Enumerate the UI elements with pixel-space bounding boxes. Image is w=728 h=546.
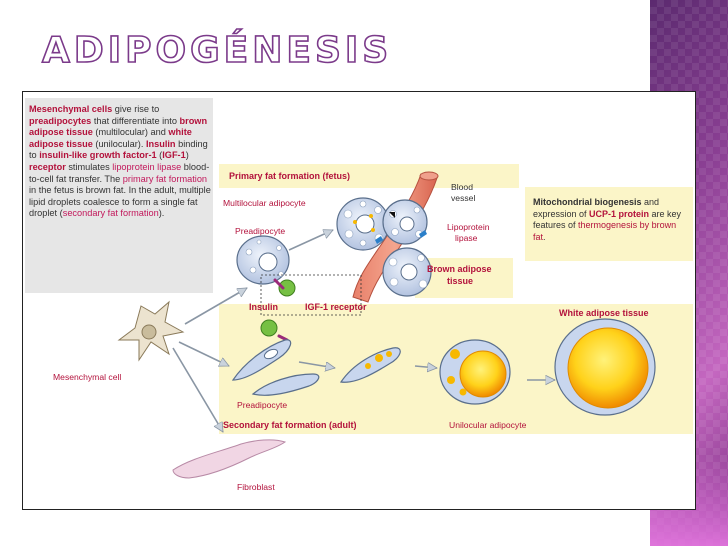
brown-adipose-label-2: tissue — [447, 276, 474, 286]
preadipocyte-top-label: Preadipocyte — [235, 226, 286, 236]
mito-panel-bg — [525, 187, 693, 261]
differentiating-cell-2 — [251, 373, 320, 396]
brown-adipose-label-1: Brown adipose — [427, 264, 492, 274]
mito-thermogenesis: thermogenesis by brown fat — [533, 220, 677, 242]
desc-primary: primary fat formation — [122, 173, 208, 184]
desc-mesenchymal: Mesenchymal cells — [29, 104, 113, 114]
multilocular-adipocyte-2 — [382, 199, 428, 245]
mito-text-part: and expression of — [533, 197, 660, 219]
mito-text: Mitochondrial biogenesis and expression … — [533, 197, 688, 243]
blood-vessel-label-2: vessel — [451, 193, 476, 203]
desc-text: stimulates — [65, 161, 113, 172]
mito-text-part: are key features of — [533, 208, 682, 231]
brown-adipose-label-bg — [415, 258, 513, 298]
fibroblast — [172, 439, 287, 479]
lipoprotein-label-2: lipase — [455, 233, 478, 243]
insulin-molecule-bottom — [260, 319, 278, 337]
dashed-insulin-box — [260, 274, 362, 316]
multilocular-label: Multilocular adipocyte — [223, 198, 306, 208]
insulin-molecule-top — [278, 279, 296, 297]
desc-text: (unilocular). — [92, 138, 146, 149]
multilocular-adipocyte-1 — [336, 197, 390, 251]
mito-ucp1: UCP-1 protein — [589, 208, 650, 219]
figure-illustration — [25, 98, 693, 479]
desc-brown: brown adipose tissue — [29, 115, 208, 138]
adipogenesis-figure: Mesenchymal cells give rise to preadipoc… — [22, 91, 696, 510]
mesenchymal-cell-label: Mesenchymal cell — [53, 372, 122, 382]
description-panel-bg — [25, 98, 213, 293]
primary-fat-title: Primary fat formation (fetus) — [229, 171, 351, 181]
desc-lipoprotein: lipoprotein lipase — [112, 161, 182, 172]
desc-igf1: IGF-1 — [162, 150, 186, 161]
fibroblast-label: Fibroblast — [237, 482, 275, 492]
mito-text-part: . — [543, 231, 546, 242]
igf1-receptor-label: IGF-1 receptor — [305, 302, 367, 312]
primary-title-bar — [219, 164, 519, 188]
desc-text: ). — [158, 208, 165, 219]
desc-text: that differentiate into — [91, 115, 180, 126]
developing-unilocular-adipocyte — [439, 339, 511, 405]
mito-biogenesis: Mitochondrial biogenesis — [533, 197, 642, 207]
desc-insulin: Insulin — [145, 138, 176, 149]
desc-text: (multilocular) and — [92, 127, 169, 138]
unilocular-label: Unilocular adipocyte — [449, 420, 527, 430]
desc-receptor: receptor — [29, 161, 66, 172]
desc-text: blood-to-cell fat transfer. The — [29, 161, 210, 184]
desc-text: in the fetus is brown fat. In the adult,… — [29, 185, 211, 219]
slide-title: ADIPOGÉNESIS — [41, 29, 393, 72]
desc-text: ( — [156, 150, 163, 161]
desc-secondary: secondary fat formation — [62, 208, 159, 219]
insulin-label: Insulin — [249, 302, 278, 312]
lipoprotein-lipase-marker — [375, 212, 427, 244]
desc-text: binding to — [29, 138, 208, 161]
description-text: Mesenchymal cells give rise to preadipoc… — [29, 104, 213, 220]
flow-arrows — [172, 230, 555, 432]
desc-text: give rise to — [112, 104, 160, 114]
multilocular-adipocyte-3 — [382, 247, 432, 297]
secondary-fat-title: Secondary fat formation (adult) — [223, 420, 357, 430]
white-adipocyte — [554, 318, 656, 416]
blood-vessel-label-1: Blood — [451, 182, 473, 192]
desc-igf: insulin-like growth factor-1 — [39, 150, 157, 161]
desc-preadipocytes: preadipocytes — [29, 115, 92, 126]
desc-white: white adipose tissue — [29, 127, 192, 149]
white-adipose-title: White adipose tissue — [559, 308, 649, 318]
desc-text: ) — [185, 150, 189, 161]
preadipocyte-bottom-label: Preadipocyte — [237, 400, 288, 410]
lipoprotein-label-1: Lipoprotein — [447, 222, 490, 232]
